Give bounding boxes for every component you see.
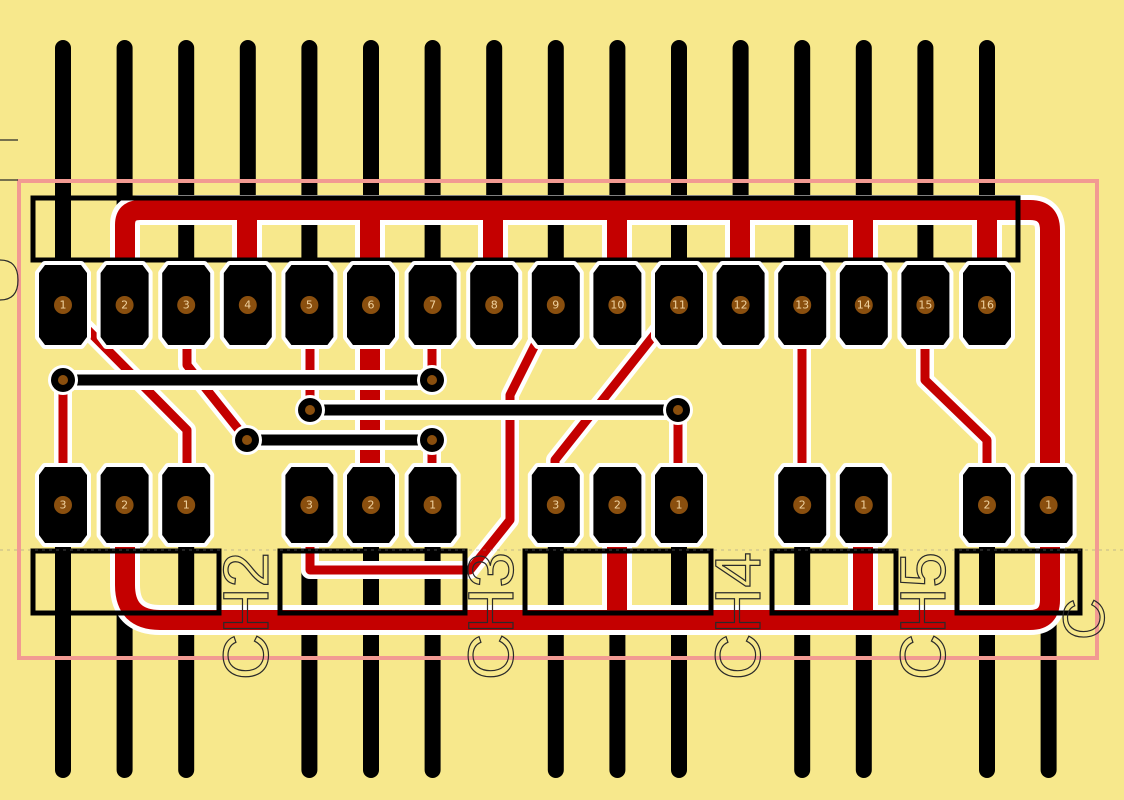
pin-label: 6 — [368, 299, 375, 312]
pin-label: 12 — [734, 299, 748, 312]
small-connector-bodies — [30, 548, 1083, 616]
pin-label: 11 — [672, 299, 686, 312]
main-pad-2: 2 — [96, 261, 153, 349]
main-pad-14: 14 — [835, 261, 892, 349]
main-pad-7: 7 — [404, 261, 461, 349]
connector-pad-1-2: 2 — [343, 463, 399, 547]
main-pad-8: 8 — [466, 261, 523, 349]
connector-pad-0-2: 2 — [96, 463, 153, 547]
pin-label: 3 — [60, 499, 67, 512]
pin-label: 10 — [610, 299, 624, 312]
main-pad-1: 1 — [35, 261, 91, 349]
main-pad-11: 11 — [651, 261, 707, 349]
pin-label: 1 — [183, 499, 190, 512]
main-pad-13: 13 — [774, 261, 831, 349]
pin-label: 14 — [857, 299, 871, 312]
connector-body-2 — [522, 548, 714, 616]
pin-label: 15 — [918, 299, 932, 312]
pin-label: 1 — [860, 499, 867, 512]
pin-label: 7 — [429, 299, 436, 312]
main-pad-10: 10 — [589, 261, 646, 349]
connector-pad-3-2: 2 — [774, 463, 831, 547]
pin-label: 4 — [244, 299, 251, 312]
main-pad-6: 6 — [343, 261, 399, 349]
connector-ref-label: CH3 — [455, 552, 527, 680]
pin-label: 13 — [795, 299, 809, 312]
via-drill — [427, 435, 437, 445]
main-pad-15: 15 — [897, 261, 954, 349]
main-pad-16: 16 — [959, 261, 1015, 349]
connector-pad-4-2: 2 — [959, 463, 1015, 547]
connector-pad-1-3: 3 — [281, 463, 338, 547]
connector-pad-2-2: 2 — [589, 463, 646, 547]
pin-label: 1 — [676, 499, 683, 512]
board-outline — [17, 179, 1099, 660]
connector-ref-labels: CH2 CH3 CH4 CH5 — [209, 551, 959, 680]
connector-pad-4-1: 1 — [1020, 463, 1077, 547]
connector-ref-label: CH5 — [887, 552, 959, 680]
pin-label: 5 — [306, 299, 313, 312]
pin-label: 2 — [614, 499, 621, 512]
pin-label: 8 — [491, 299, 498, 312]
connector-pad-0-3: 3 — [35, 463, 91, 547]
pin-label: 16 — [980, 299, 994, 312]
pin-label: 3 — [552, 499, 559, 512]
via-drill — [305, 405, 315, 415]
via-drill — [242, 435, 252, 445]
pin-label: 2 — [121, 299, 128, 312]
pin-label: 9 — [552, 299, 559, 312]
via-group — [48, 365, 693, 455]
connector-body-3 — [769, 548, 899, 616]
main-pad-9: 9 — [527, 261, 584, 349]
main-pad-5: 5 — [281, 261, 338, 349]
connector-body-1 — [277, 548, 468, 616]
small-connector-pads: 3 2 1 3 2 1 3 2 1 2 1 2 1 — [35, 463, 1077, 547]
connector-pad-2-1: 1 — [651, 463, 707, 547]
pin-label: 3 — [306, 499, 313, 512]
pin-label: 2 — [799, 499, 806, 512]
jumper-wires — [53, 370, 688, 450]
via-drill — [673, 405, 683, 415]
pin-label: 1 — [1045, 499, 1052, 512]
via-drill — [427, 375, 437, 385]
main-pad-3: 3 — [158, 261, 215, 349]
connector-ref-label: CH2 — [210, 552, 282, 680]
connector-pad-0-1: 1 — [158, 463, 215, 547]
pin-label: 3 — [183, 299, 190, 312]
pin-label: 1 — [429, 499, 436, 512]
left-edge-silkscreen — [0, 139, 19, 301]
pin-label: 2 — [368, 499, 375, 512]
main-connector-body — [30, 195, 1021, 263]
pin-label: 1 — [60, 299, 67, 312]
connector-ref-label: CH4 — [702, 552, 774, 680]
via-drill — [58, 375, 68, 385]
pin-label: 2 — [984, 499, 991, 512]
connector-pad-1-1: 1 — [404, 463, 461, 547]
connector-pad-2-3: 3 — [527, 463, 584, 547]
connector-pad-3-1: 1 — [835, 463, 892, 547]
right-edge-partial-text: C — [1052, 598, 1117, 640]
main-pad-4: 4 — [219, 261, 276, 349]
connector-body-4 — [954, 548, 1083, 616]
pin-label: 2 — [121, 499, 128, 512]
connector-body-0 — [30, 548, 222, 616]
main-pad-12: 12 — [712, 261, 769, 349]
